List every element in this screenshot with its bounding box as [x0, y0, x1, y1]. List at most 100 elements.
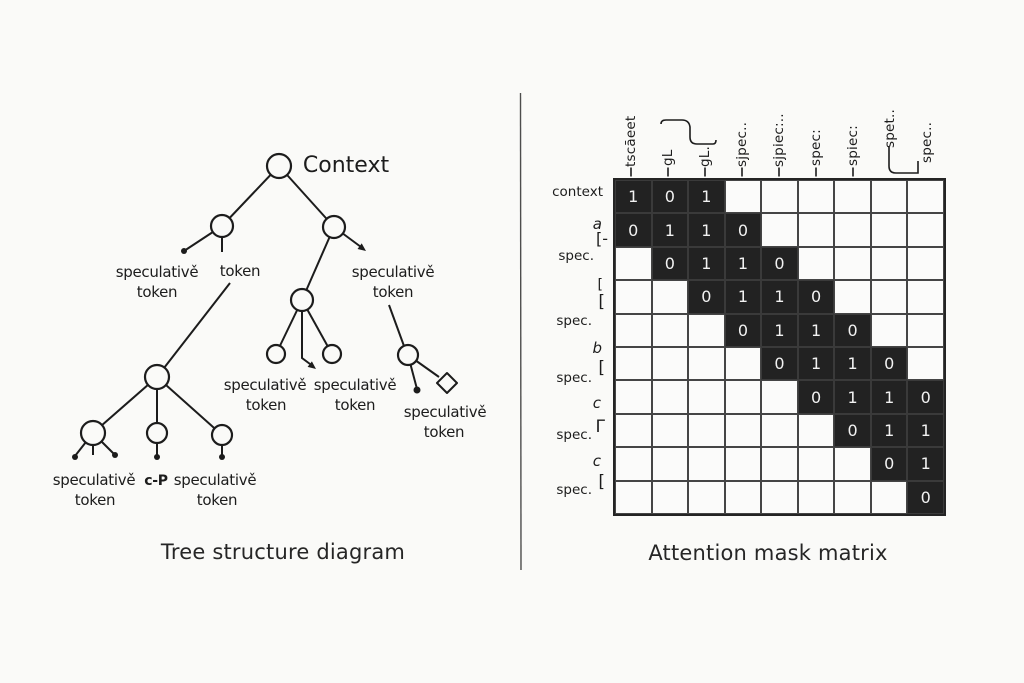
leaf-dot [413, 386, 421, 394]
spec-label: speculativě [116, 263, 199, 281]
caption-tree: Tree structure diagram [160, 540, 406, 564]
mask-cell: 0 [907, 480, 944, 514]
mask-cell [761, 380, 798, 414]
mask-cell [870, 213, 908, 247]
mask-cell: 1 [870, 413, 908, 448]
mask-cell [724, 413, 762, 448]
spec-label: speculativě [352, 263, 435, 281]
mask-cell [688, 380, 725, 414]
spec-label: speculativě [224, 376, 307, 394]
mask-col-header: sjpiec:.. [771, 113, 787, 167]
mask-cell [724, 480, 762, 514]
root-label: Context [303, 153, 390, 178]
mask-cell [651, 447, 689, 481]
mask-cell [724, 180, 762, 214]
mask-cell [651, 280, 689, 314]
spec-label: token [335, 396, 375, 414]
column-ticks [630, 167, 854, 177]
mask-cell: 1 [688, 246, 725, 281]
mask-col-header: spiec: [845, 125, 861, 166]
mask-row-label: [ [597, 277, 603, 293]
tree-node [79, 419, 107, 447]
mask-col-header: tscāeet [623, 115, 639, 167]
mask-cell: 1 [870, 380, 908, 414]
mask-row-label: [- [595, 229, 608, 248]
mask-cell [797, 213, 835, 247]
tree-node [209, 213, 235, 239]
mask-cell [834, 246, 871, 281]
mask-cell [651, 413, 689, 448]
mask-cell [834, 180, 871, 214]
leaf-dot [181, 248, 187, 254]
mask-cell: 1 [797, 347, 835, 381]
mask-cell [870, 180, 908, 214]
tree-node [321, 343, 343, 365]
mask-row-label: a [592, 215, 602, 233]
mask-row-label: Γ [595, 417, 605, 437]
mask-cell [907, 347, 944, 381]
mask-cell: 1 [651, 213, 689, 247]
mask-cell: 0 [797, 280, 835, 314]
mask-row-label: spec. [556, 312, 592, 329]
mask-cell [615, 447, 652, 481]
mask-cell: 1 [761, 313, 798, 347]
leaf-dot [154, 454, 160, 460]
header-decorations [630, 119, 919, 177]
mask-cell [615, 313, 652, 347]
mask-cell: 0 [724, 213, 762, 247]
header-bracket-icon [888, 147, 919, 174]
tree-edge [92, 376, 158, 434]
tree-diagram: Context speculativě token token speculat… [53, 152, 487, 509]
mask-cell [834, 480, 871, 514]
spec-label: token [373, 283, 413, 301]
mask-row-label: b [592, 339, 602, 357]
mask-cell [797, 413, 835, 448]
mask-cell [907, 313, 944, 347]
tree-node [210, 423, 234, 447]
arrowhead-icon [307, 361, 316, 369]
spec-label: token [197, 491, 237, 509]
mask-cell [797, 180, 835, 214]
mask-cell: 0 [724, 313, 762, 347]
mask-row-label: spec. [556, 481, 592, 498]
mask-row-label: spec. [558, 247, 594, 264]
mask-cell [761, 213, 798, 247]
mask-cell [615, 347, 652, 381]
mask-cell [907, 246, 944, 281]
mask-row-label: spec. [556, 426, 592, 443]
mask-cell: 0 [761, 246, 798, 281]
tree-edge [388, 304, 405, 347]
mask-cell: 0 [870, 347, 908, 381]
mask-cell: 1 [724, 280, 762, 314]
mask-cell: 1 [688, 180, 725, 214]
mask-cell [688, 480, 725, 514]
mask-cell: 0 [834, 413, 871, 448]
mask-row-label: spec. [556, 369, 592, 386]
mask-cell [724, 447, 762, 481]
mask-cell: 1 [615, 180, 652, 214]
mask-cell [834, 280, 871, 314]
tree-edge [301, 226, 335, 301]
tree-node [396, 343, 420, 367]
mask-cell [797, 447, 835, 481]
spec-label: speculativě [174, 471, 257, 489]
mask-row-label: [ [598, 472, 605, 492]
cp-label: c-P [144, 473, 168, 489]
mask-cell: 0 [688, 280, 725, 314]
mask-cell [907, 213, 944, 247]
tree-node [265, 343, 287, 365]
mask-cell [870, 280, 908, 314]
mask-cell [797, 246, 835, 281]
mask-cell [870, 246, 908, 281]
mask-cell [651, 480, 689, 514]
mask-row-label: [ [598, 292, 605, 312]
mask-row-label: c [592, 452, 601, 470]
mask-cell [907, 280, 944, 314]
spec-label: token [424, 423, 464, 441]
mask-cell [761, 180, 798, 214]
mask-cell [834, 213, 871, 247]
mask-cell: 0 [651, 180, 689, 214]
spec-label: speculativě [314, 376, 397, 394]
